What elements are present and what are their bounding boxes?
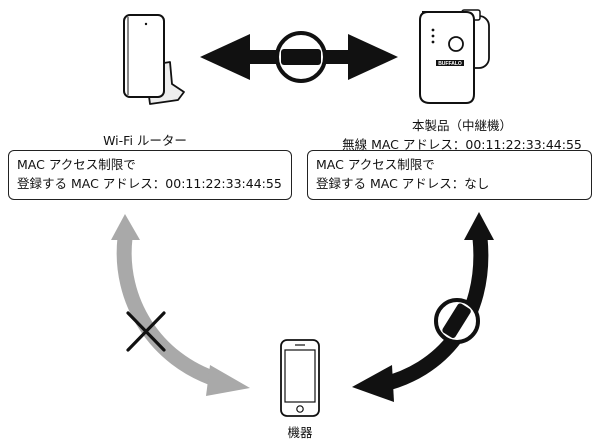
blocked-cross-icon (126, 311, 166, 352)
device-label: 機器 (287, 425, 313, 440)
extender-mac-box: MAC アクセス制限で 登録する MAC アドレス：なし (307, 150, 592, 200)
extender-box-line1: MAC アクセス制限で (316, 157, 435, 172)
router-mac-box: MAC アクセス制限で 登録する MAC アドレス：00:11:22:33:44… (8, 150, 292, 200)
brand-text: BUFFALO (438, 61, 462, 67)
extender-box-line2: 登録する MAC アドレス：なし (316, 176, 490, 191)
extender-label-line1: 本製品（中継機） (411, 118, 512, 133)
extender-icon: BUFFALO (419, 9, 490, 104)
router-box-line1: MAC アクセス制限で (17, 157, 136, 172)
extender-label-line2: 無線 MAC アドレス：00:11:22:33:44:55 (342, 137, 582, 152)
router-icon (123, 14, 185, 105)
allowed-circle-icon-2 (434, 298, 480, 344)
router-device-link-arrow (111, 214, 250, 396)
smartphone-icon (280, 339, 320, 417)
router-label: Wi-Fi ルーター (103, 133, 187, 148)
extender-label: 本製品（中継機） 無線 MAC アドレス：00:11:22:33:44:55 (330, 115, 594, 153)
router-box-line2: 登録する MAC アドレス：00:11:22:33:44:55 (17, 176, 282, 191)
allowed-circle-icon (275, 31, 327, 83)
